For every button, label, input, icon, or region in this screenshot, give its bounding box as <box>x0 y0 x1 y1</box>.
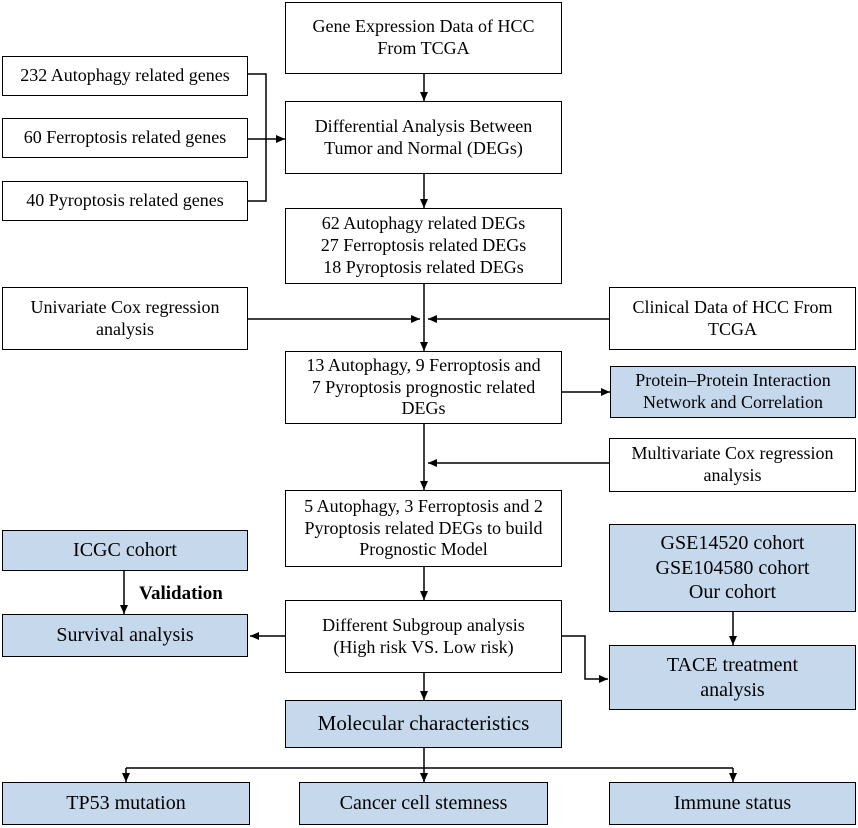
multivariate-cox-line-1: Multivariate Cox regression <box>631 443 834 464</box>
differential-analysis-line-2: Tumor and Normal (DEGs) <box>324 137 523 158</box>
tace-analysis-line-2: analysis <box>700 678 765 701</box>
tace-analysis-line-1: TACE treatment <box>666 654 799 677</box>
differential-analysis-line-1: Differential Analysis Between <box>314 115 533 136</box>
clinical-data-line-2: TCGA <box>708 318 757 339</box>
prognostic-degs-line-3: DEGs <box>401 398 446 419</box>
pyroptosis-genes-box: 40 Pyroptosis related genes <box>2 181 248 221</box>
multivariate-cox-box: Multivariate Cox regression analysis <box>609 438 856 492</box>
gse-cohorts-line-2: GSE104580 cohort <box>655 556 810 579</box>
cancer-stemness-box: Cancer cell stemness <box>299 782 548 825</box>
subgroup-analysis-line-1: Different Subgroup analysis <box>322 614 525 635</box>
gene-expression-box: Gene Expression Data of HCC From TCGA <box>285 2 562 74</box>
gene-expression-line-2: From TCGA <box>377 38 470 58</box>
survival-analysis-label: Survival analysis <box>56 624 194 647</box>
icgc-cohort-label: ICGC cohort <box>73 539 177 562</box>
autophagy-genes-label: 232 Autophagy related genes <box>20 65 230 86</box>
degs-line-1: 62 Autophagy related DEGs <box>321 213 526 234</box>
prognostic-degs-box: 13 Autophagy, 9 Ferroptosis and 7 Pyropt… <box>285 351 562 424</box>
tace-analysis-box: TACE treatment analysis <box>609 645 856 710</box>
molecular-characteristics-label: Molecular characteristics <box>317 711 530 736</box>
immune-status-label: Immune status <box>673 792 792 815</box>
validation-label: Validation <box>139 583 223 604</box>
gene-expression-line-1: Gene Expression Data of HCC <box>312 16 535 37</box>
univariate-cox-box: Univariate Cox regression analysis <box>2 287 248 350</box>
clinical-data-box: Clinical Data of HCC From TCGA <box>609 287 856 350</box>
survival-analysis-box: Survival analysis <box>2 614 248 657</box>
gse-cohorts-line-1: GSE14520 cohort <box>660 532 805 555</box>
degs-line-2: 27 Ferroptosis related DEGs <box>320 235 527 256</box>
tp53-mutation-box: TP53 mutation <box>2 782 250 825</box>
multivariate-cox-line-2: analysis <box>703 465 762 485</box>
bracket-gene-lists <box>248 73 267 202</box>
subgroup-analysis-line-2: (High risk VS. Low risk) <box>333 636 514 657</box>
prognostic-model-box: 5 Autophagy, 3 Ferroptosis and 2 Pyropto… <box>285 490 562 567</box>
degs-box: 62 Autophagy related DEGs 27 Ferroptosis… <box>285 208 562 284</box>
ppi-network-line-2: Network and Correlation <box>643 392 823 412</box>
subgroup-analysis-box: Different Subgroup analysis (High risk V… <box>285 600 562 673</box>
univariate-cox-line-2: analysis <box>96 318 154 339</box>
clinical-data-line-1: Clinical Data of HCC From <box>632 296 833 317</box>
gse-cohorts-line-3: Our cohort <box>688 581 777 604</box>
differential-analysis-box: Differential Analysis Between Tumor and … <box>285 101 562 174</box>
arrow-subgroup-to-tace <box>562 635 608 683</box>
degs-line-3: 18 Pyroptosis related DEGs <box>323 256 524 277</box>
prognostic-degs-line-2: 7 Pyroptosis prognostic related <box>311 376 536 397</box>
univariate-cox-line-1: Univariate Cox regression <box>30 296 220 317</box>
ppi-network-line-1: Protein–Protein Interaction <box>635 370 831 391</box>
prognostic-model-line-2: Pyroptosis related DEGs to build <box>304 517 543 538</box>
ferroptosis-genes-label: 60 Ferroptosis related genes <box>23 127 227 148</box>
autophagy-genes-box: 232 Autophagy related genes <box>2 56 248 96</box>
tp53-mutation-label: TP53 mutation <box>66 792 186 815</box>
icgc-cohort-box: ICGC cohort <box>2 530 248 571</box>
pyroptosis-genes-label: 40 Pyroptosis related genes <box>26 190 224 211</box>
ferroptosis-genes-box: 60 Ferroptosis related genes <box>2 118 248 158</box>
cancer-stemness-label: Cancer cell stemness <box>339 792 508 815</box>
ppi-network-box: Protein–Protein Interaction Network and … <box>610 366 856 418</box>
prognostic-model-line-1: 5 Autophagy, 3 Ferroptosis and 2 <box>304 495 543 516</box>
molecular-characteristics-box: Molecular characteristics <box>285 700 562 748</box>
gse-cohorts-box: GSE14520 cohort GSE104580 cohort Our coh… <box>609 524 856 612</box>
immune-status-box: Immune status <box>609 782 856 825</box>
prognostic-model-line-3: Prognostic Model <box>359 539 488 560</box>
prognostic-degs-line-1: 13 Autophagy, 9 Ferroptosis and <box>306 354 541 375</box>
